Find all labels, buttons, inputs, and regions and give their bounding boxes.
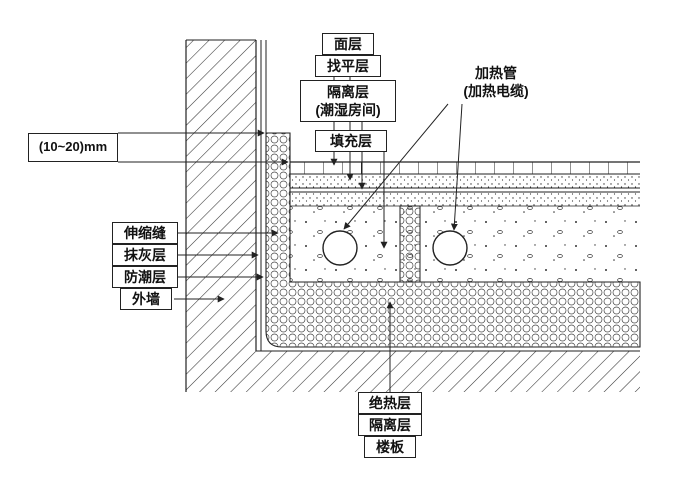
expansion-joint-strip — [399, 205, 421, 283]
label-moisture-proof-layer: 防潮层 — [112, 266, 178, 288]
label-exterior-wall: 外墙 — [120, 288, 172, 310]
label-filling-layer: 填充层 — [315, 130, 387, 152]
leveling-layer-band — [290, 174, 640, 188]
heating-pipe-right — [432, 230, 468, 266]
filling-layer-top-band — [290, 192, 640, 206]
heating-pipe-left — [322, 230, 358, 266]
exterior-wall-hatch — [186, 40, 256, 392]
label-thermal-insulation-layer: 绝热层 — [358, 392, 422, 414]
label-plaster-layer: 抹灰层 — [112, 244, 178, 266]
label-leveling-layer: 找平层 — [315, 55, 381, 77]
leader-heating-pipe-left — [343, 103, 449, 230]
label-heating-pipe: 加热管 (加热电缆) — [463, 64, 529, 99]
surface-layer-band — [290, 162, 640, 174]
label-isolation-layer-top: 隔离层 (潮湿房间) — [300, 80, 396, 122]
label-expansion-joint: 伸缩缝 — [112, 222, 178, 244]
label-dimension: (10~20)mm — [28, 133, 118, 162]
dimension-text: (10~20)mm — [38, 139, 108, 155]
label-floor-slab: 楼板 — [364, 436, 416, 458]
label-isolation-layer-bottom: 隔离层 — [358, 414, 422, 436]
label-surface-layer: 面层 — [322, 33, 374, 55]
leader-heating-pipe-right — [450, 103, 463, 231]
floor-slab-hatch — [256, 351, 640, 392]
